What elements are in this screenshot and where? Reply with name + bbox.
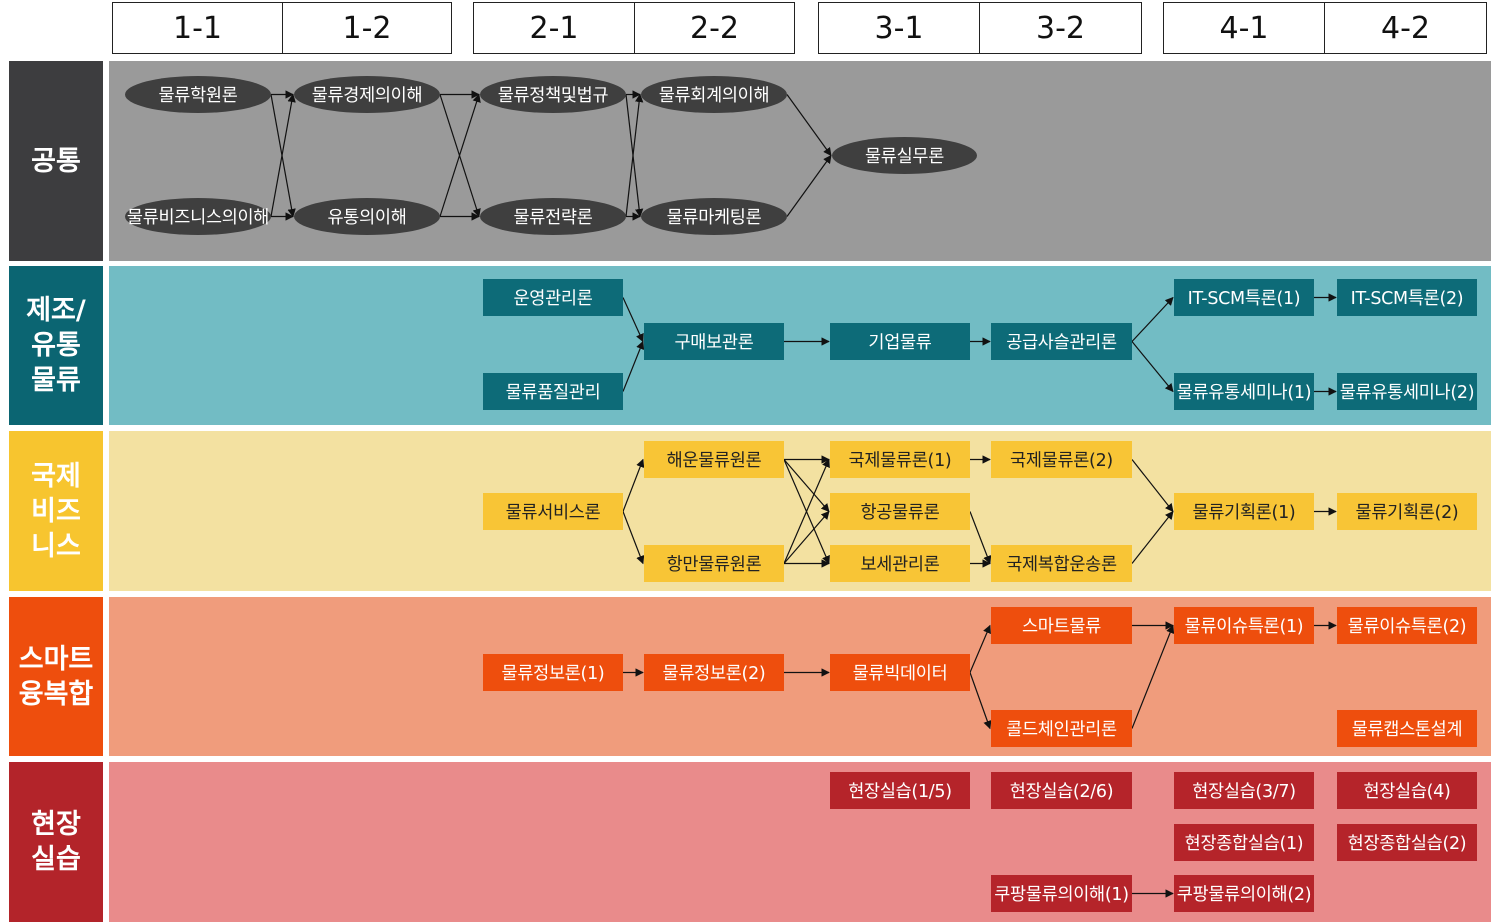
arrow-i8-i9 <box>1131 510 1174 564</box>
course-node: 물류경제의이해 <box>294 76 440 113</box>
semester-header-3-1: 3-1 <box>818 2 980 54</box>
course-node: 공급사슬관리론 <box>991 323 1132 360</box>
course-node: 물류마케팅론 <box>641 198 787 235</box>
arrow-c6-c7 <box>625 93 644 217</box>
course-node: 보세관리론 <box>830 545 970 582</box>
course-node: 현장종합실습(1) <box>1174 824 1314 861</box>
arrow-m1-m3 <box>622 297 644 343</box>
row-label-field: 현장 실습 <box>9 762 103 922</box>
arrow-c2-c3 <box>270 93 296 217</box>
course-node: 물류유통세미나(2) <box>1337 373 1477 410</box>
arrow-i2-i5 <box>783 459 830 513</box>
course-node: 물류정보론(1) <box>483 654 623 691</box>
course-node: 물류유통세미나(1) <box>1174 373 1314 410</box>
course-node: 물류캡스톤설계 <box>1337 710 1477 747</box>
semester-header-2-2: 2-2 <box>634 2 795 54</box>
arrow-m5-m8 <box>1131 341 1174 393</box>
course-node: 콜드체인관리론 <box>991 710 1132 747</box>
semester-header-2-1: 2-1 <box>473 2 635 54</box>
course-node: 현장실습(1/5) <box>830 772 970 809</box>
arrow-c8-c9 <box>786 154 832 217</box>
course-node: 항만물류원론 <box>644 545 784 582</box>
course-node: 구매보관론 <box>644 323 784 360</box>
course-node: 항공물류론 <box>830 493 970 530</box>
course-node: 물류기획론(2) <box>1337 493 1477 530</box>
course-node: 운영관리론 <box>483 279 623 316</box>
course-node: 물류정책및법규 <box>480 76 626 113</box>
course-node: 물류실무론 <box>832 137 977 174</box>
course-node: 국제물류론(2) <box>991 441 1132 478</box>
arrow-i1-i3 <box>622 511 645 565</box>
course-node: 물류서비스론 <box>483 493 623 530</box>
course-node: 현장실습(2/6) <box>991 772 1132 809</box>
semester-header-1-2: 1-2 <box>282 2 452 54</box>
course-node: 물류정보론(2) <box>644 654 784 691</box>
semester-header-4-2: 4-2 <box>1324 2 1487 54</box>
row-label-manufacturing: 제조/ 유통 물류 <box>9 266 103 425</box>
course-node: 물류이슈특론(2) <box>1337 607 1477 644</box>
arrow-c4-c5 <box>439 93 481 217</box>
course-node: 물류학원론 <box>125 76 271 113</box>
course-node: IT-SCM특론(2) <box>1337 279 1477 316</box>
semester-header-4-1: 4-1 <box>1163 2 1325 54</box>
course-node: 물류품질관리 <box>483 373 623 410</box>
course-node: 해운물류원론 <box>644 441 784 478</box>
course-node: 국제복합운송론 <box>991 545 1132 582</box>
arrow-c7-c9 <box>786 94 832 157</box>
course-node: 국제물류론(1) <box>830 441 970 478</box>
arrow-i3-i5 <box>783 510 830 564</box>
row-label-common: 공통 <box>9 61 103 261</box>
arrow-s5-s6 <box>1131 624 1175 729</box>
arrow-i3-i4 <box>783 458 830 564</box>
row-label-smart: 스마트 융복합 <box>9 597 103 756</box>
semester-header-3-2: 3-2 <box>979 2 1142 54</box>
arrow-i5-i8 <box>969 511 992 565</box>
course-node: 물류전략론 <box>480 198 626 235</box>
arrow-i7-i9 <box>1131 459 1174 513</box>
semester-header-1-1: 1-1 <box>112 2 283 54</box>
course-node: 기업물류 <box>830 323 970 360</box>
course-node: 쿠팡물류의이해(1) <box>991 875 1132 912</box>
course-node: 물류이슈특론(1) <box>1174 607 1314 644</box>
arrow-m5-m6 <box>1131 296 1174 342</box>
course-node: 현장실습(3/7) <box>1174 772 1314 809</box>
row-label-international: 국제 비즈 니스 <box>9 431 103 591</box>
course-node: 유통의이해 <box>294 198 440 235</box>
course-node: IT-SCM특론(1) <box>1174 279 1314 316</box>
course-node: 물류빅데이터 <box>830 654 970 691</box>
arrow-m2-m3 <box>622 340 645 392</box>
course-node: 물류회계의이해 <box>641 76 787 113</box>
course-node: 현장종합실습(2) <box>1337 824 1477 861</box>
course-node: 스마트물류 <box>991 607 1132 644</box>
course-node: 물류비즈니스의이해 <box>125 198 271 235</box>
course-node: 쿠팡물류의이해(2) <box>1174 875 1314 912</box>
arrow-i1-i2 <box>622 458 645 512</box>
arrow-s3-s5 <box>969 672 992 730</box>
course-node: 물류기획론(1) <box>1174 493 1314 530</box>
course-node: 현장실습(4) <box>1337 772 1477 809</box>
arrow-s3-s4 <box>969 624 991 673</box>
